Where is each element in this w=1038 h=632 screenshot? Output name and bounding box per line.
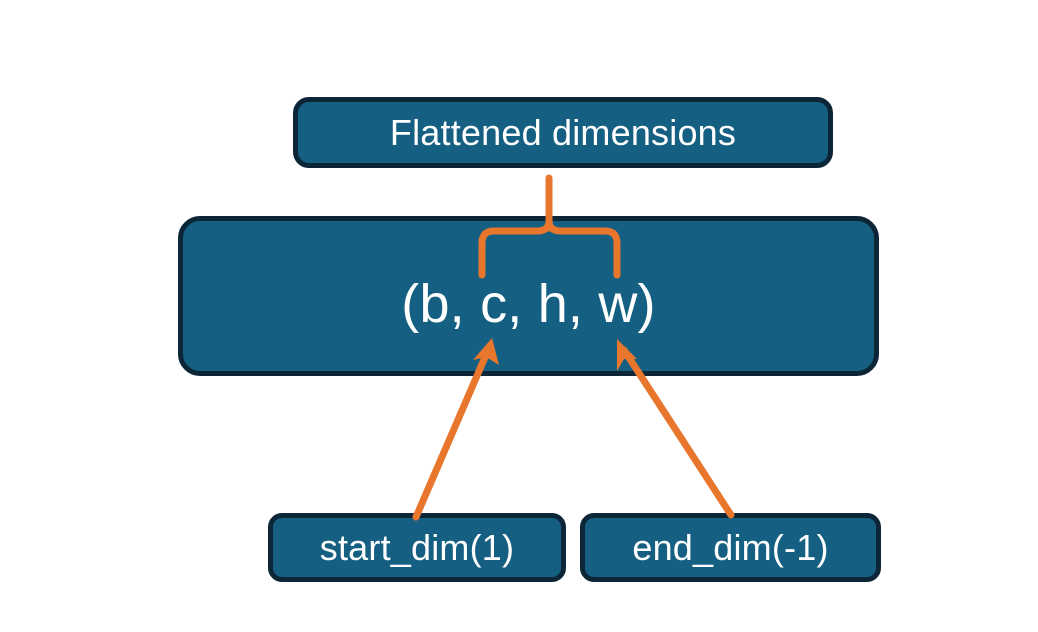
start-dim-box: start_dim(1) (268, 513, 566, 582)
tensor-shape-box: (b, c, h, w) (178, 216, 879, 376)
end-dim-box: end_dim(-1) (580, 513, 881, 582)
end-dim-label: end_dim(-1) (632, 526, 829, 568)
flattened-dimensions-label: Flattened dimensions (389, 111, 737, 153)
start-dim-label: start_dim(1) (319, 526, 515, 568)
tensor-shape-label: (b, c, h, w) (401, 274, 656, 334)
flattened-dimensions-box: Flattened dimensions (293, 97, 833, 168)
